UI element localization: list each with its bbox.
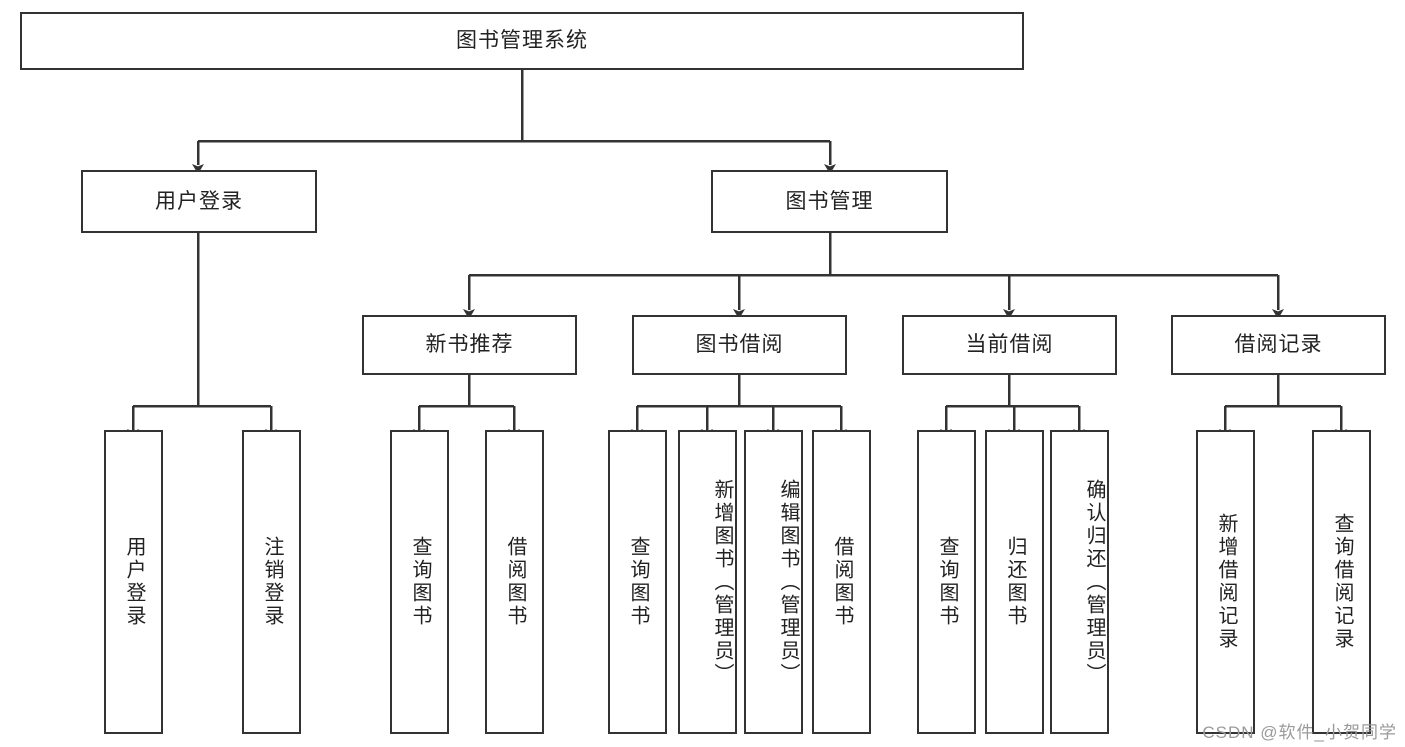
node-leaf-return-book[interactable]: 归还图书 xyxy=(985,430,1044,734)
node-new-book-recommend[interactable]: 新书推荐 xyxy=(362,315,577,375)
node-leaf-confirm-return[interactable]: 确认归还（管理员） xyxy=(1050,430,1109,734)
node-leaf-borrow-book-2-label: 借阅图书 xyxy=(831,536,853,628)
node-user-login[interactable]: 用户登录 xyxy=(81,170,317,233)
node-book-borrow-label: 图书借阅 xyxy=(695,333,784,357)
node-leaf-query-book-1-label: 查询图书 xyxy=(409,536,431,628)
node-leaf-edit-book[interactable]: 编辑图书（管理员） xyxy=(744,430,803,734)
node-leaf-add-book[interactable]: 新增图书（管理员） xyxy=(678,430,737,734)
node-leaf-query-record[interactable]: 查询借阅记录 xyxy=(1312,430,1371,734)
node-user-login-label: 用户登录 xyxy=(155,189,243,213)
node-leaf-borrow-book-1[interactable]: 借阅图书 xyxy=(485,430,544,734)
node-borrow-record[interactable]: 借阅记录 xyxy=(1171,315,1386,375)
node-leaf-logout-login-label: 注销登录 xyxy=(261,536,283,628)
node-leaf-add-record[interactable]: 新增借阅记录 xyxy=(1196,430,1255,734)
node-leaf-query-book-1[interactable]: 查询图书 xyxy=(390,430,449,734)
node-book-manage[interactable]: 图书管理 xyxy=(711,170,948,233)
node-leaf-user-login-label: 用户登录 xyxy=(123,536,145,628)
node-leaf-query-book-2-label: 查询图书 xyxy=(627,536,649,628)
node-leaf-borrow-book-2[interactable]: 借阅图书 xyxy=(812,430,871,734)
node-leaf-add-book-label: 新增图书（管理员） xyxy=(711,478,733,686)
node-book-borrow[interactable]: 图书借阅 xyxy=(632,315,847,375)
node-leaf-edit-book-label: 编辑图书（管理员） xyxy=(777,478,799,686)
node-leaf-query-record-label: 查询借阅记录 xyxy=(1331,513,1353,651)
node-root[interactable]: 图书管理系统 xyxy=(20,12,1024,70)
node-leaf-confirm-return-label: 确认归还（管理员） xyxy=(1083,478,1105,686)
node-leaf-borrow-book-1-label: 借阅图书 xyxy=(504,536,526,628)
node-current-borrow-label: 当前借阅 xyxy=(965,333,1054,357)
node-leaf-user-login[interactable]: 用户登录 xyxy=(104,430,163,734)
node-leaf-add-record-label: 新增借阅记录 xyxy=(1215,513,1237,651)
node-leaf-query-book-3[interactable]: 查询图书 xyxy=(917,430,976,734)
node-leaf-query-book-3-label: 查询图书 xyxy=(936,536,958,628)
node-leaf-return-book-label: 归还图书 xyxy=(1004,536,1026,628)
node-new-book-recommend-label: 新书推荐 xyxy=(425,333,514,357)
node-root-label: 图书管理系统 xyxy=(456,29,588,53)
node-current-borrow[interactable]: 当前借阅 xyxy=(902,315,1117,375)
node-borrow-record-label: 借阅记录 xyxy=(1234,333,1323,357)
node-book-manage-label: 图书管理 xyxy=(785,189,874,213)
node-leaf-query-book-2[interactable]: 查询图书 xyxy=(608,430,667,734)
node-leaf-logout-login[interactable]: 注销登录 xyxy=(242,430,301,734)
